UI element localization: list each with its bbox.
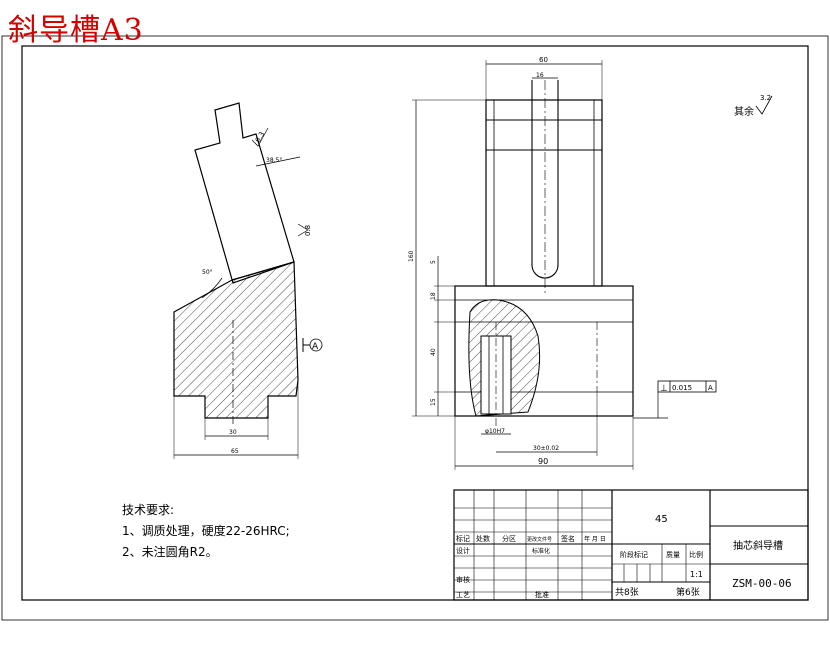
title-block-frame bbox=[453, 489, 809, 601]
outer-frame bbox=[1, 35, 829, 621]
dim-center-text: 30±0.02 bbox=[533, 445, 559, 452]
base-block bbox=[454, 285, 634, 417]
left-section-view bbox=[173, 102, 323, 459]
base-slot-line bbox=[231, 261, 295, 281]
drawing-title: 斜导槽A3 bbox=[8, 13, 144, 48]
tolerance-frame bbox=[657, 380, 717, 393]
tb-label-sign: 签名 bbox=[561, 534, 575, 543]
tolerance-symbol: ⊥ bbox=[660, 384, 668, 394]
base-section bbox=[173, 261, 299, 419]
dim-5-text: 5 bbox=[430, 260, 437, 264]
dim-angle-line bbox=[255, 156, 301, 167]
dim-40-text: 40 bbox=[430, 348, 437, 356]
dim-16-text: 16 bbox=[536, 72, 544, 79]
tolerance-datum: A bbox=[708, 384, 713, 392]
tb-label-approve: 批准 bbox=[535, 590, 549, 599]
datum-label: A bbox=[312, 342, 319, 352]
dim-90-text: 90 bbox=[538, 457, 548, 466]
datum-circle bbox=[309, 338, 323, 352]
tb-label-date: 年 月 日 bbox=[584, 535, 606, 543]
dim-hole-text: φ10H7 bbox=[485, 428, 505, 435]
roughness-other-value: 3.2 bbox=[760, 94, 771, 102]
inner-frame bbox=[21, 45, 809, 601]
tb-stage-mark: 阶段标记 bbox=[620, 550, 648, 559]
tb-label-count: 处数 bbox=[476, 534, 490, 543]
tech-requirements: 技术要求: 1、调质处理，硬度22-26HRC; 2、未注圆角R2。 bbox=[122, 500, 290, 563]
tech-item-1: 1、调质处理，硬度22-26HRC; bbox=[122, 524, 290, 538]
tech-item-2: 2、未注圆角R2。 bbox=[122, 545, 218, 559]
roughness-other-label: 其余 bbox=[734, 105, 754, 118]
tb-label-check: 审核 bbox=[456, 575, 470, 584]
dim-30-text: 30 bbox=[229, 429, 237, 436]
roughness-symbol-other bbox=[755, 95, 773, 115]
tb-label-zone: 分区 bbox=[502, 534, 516, 543]
roughness-symbol-top bbox=[251, 127, 269, 147]
tb-label-mark: 标记 bbox=[456, 534, 470, 543]
tb-sheets-total: 共8张 bbox=[615, 587, 639, 598]
tb-label-process: 工艺 bbox=[456, 591, 470, 599]
tb-weight: 质量 bbox=[666, 550, 680, 559]
tb-material: 45 bbox=[655, 514, 668, 525]
roughness-symbol-side bbox=[297, 223, 309, 237]
dim-18-text: 18 bbox=[430, 292, 437, 300]
roughness-side-value: 0.8 bbox=[304, 225, 312, 236]
tb-label-change: 更改文件号 bbox=[527, 536, 552, 543]
tb-part-name: 抽芯斜导槽 bbox=[733, 539, 783, 552]
tb-label-design: 设计 bbox=[456, 546, 470, 555]
tb-scale-label: 比例 bbox=[689, 550, 703, 559]
dim-60-text: 60 bbox=[539, 56, 548, 64]
tb-scale: 1:1 bbox=[690, 570, 703, 579]
dim-15-text: 15 bbox=[430, 398, 437, 406]
angle-lower-label: 50° bbox=[202, 269, 213, 276]
roughness-top-value: 6.3 bbox=[254, 130, 266, 144]
tilted-post bbox=[194, 102, 295, 284]
right-front-view bbox=[412, 60, 773, 470]
dim-160-text: 160 bbox=[408, 250, 415, 262]
angle-arc-50 bbox=[201, 277, 223, 299]
tb-sheet-no: 第6张 bbox=[676, 586, 700, 598]
tb-label-standard: 标准化 bbox=[532, 547, 550, 555]
tb-drawing-no: ZSM-00-06 bbox=[732, 577, 792, 590]
tolerance-value: 0.015 bbox=[672, 384, 692, 392]
angle-dim-label: 38.5° bbox=[266, 157, 282, 164]
upper-post bbox=[485, 99, 603, 287]
title-block bbox=[453, 489, 809, 601]
dim-65-text: 65 bbox=[231, 448, 239, 455]
tech-heading: 技术要求: bbox=[122, 503, 175, 517]
